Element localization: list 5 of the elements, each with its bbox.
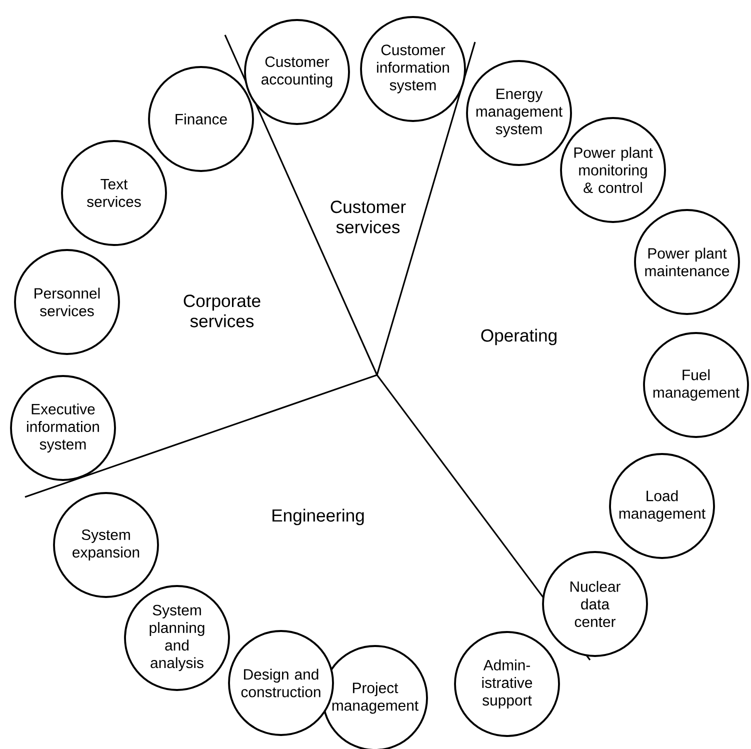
- sector-label: Operating: [481, 328, 556, 346]
- sector-label: Customer services: [330, 200, 406, 234]
- node-label: Design and construction: [241, 668, 320, 698]
- sector-label: Corporate services: [184, 294, 260, 328]
- sector-label: Engineering: [272, 508, 364, 526]
